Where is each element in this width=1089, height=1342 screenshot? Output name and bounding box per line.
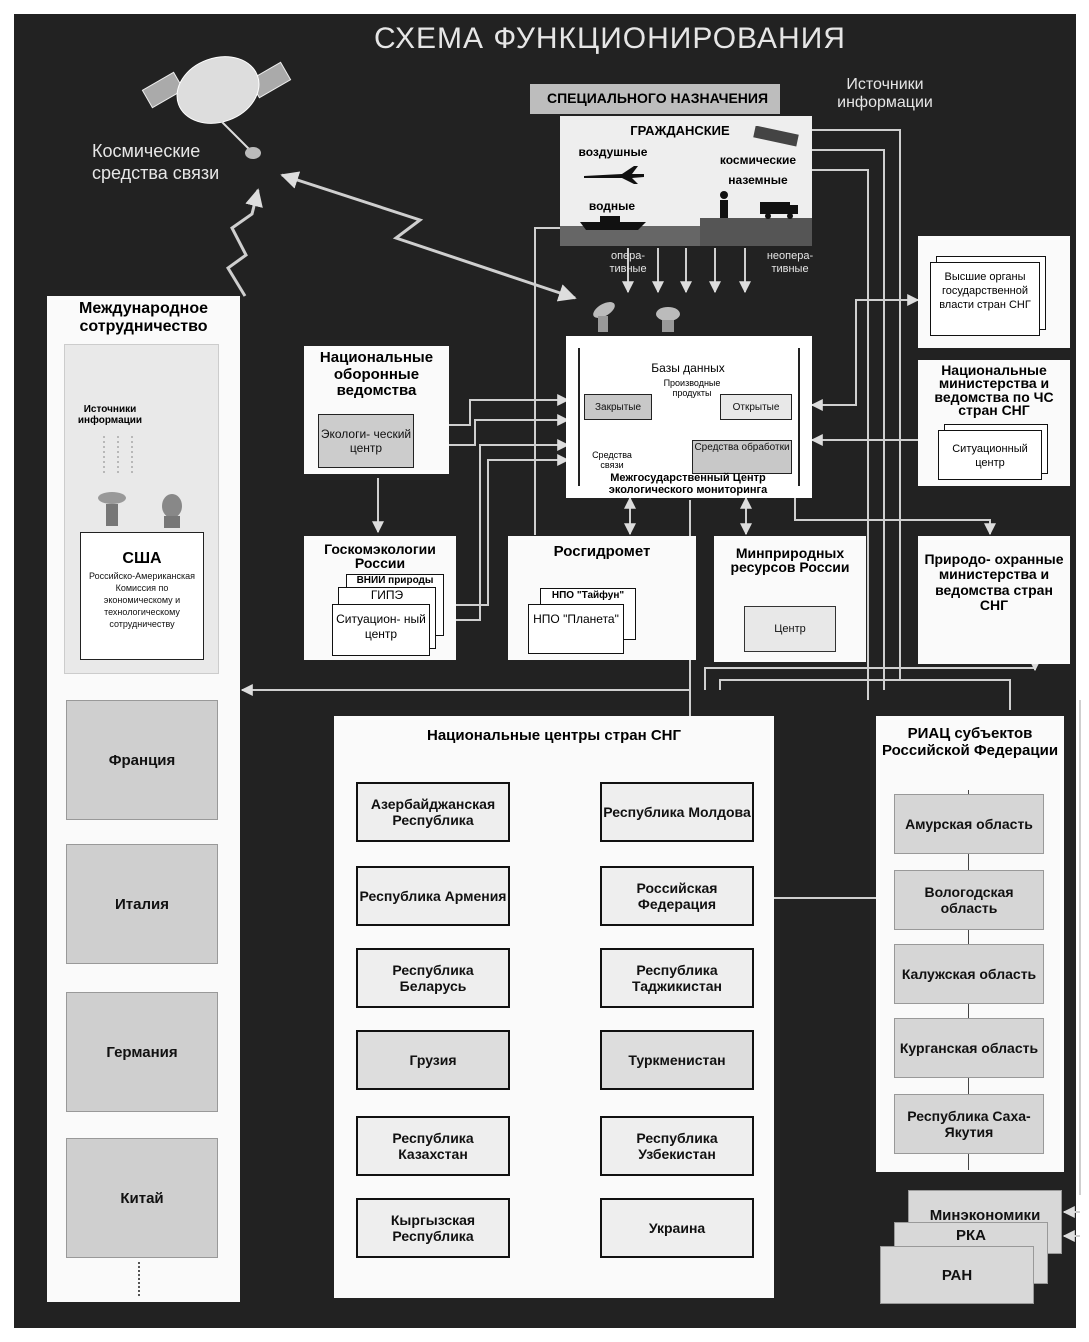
cis-center-kyrgyzstan: Кыргызская Республика: [356, 1198, 510, 1258]
cis-center-uzbekistan: Республика Узбекистан: [600, 1116, 754, 1176]
usa-description: Российско-Американская Комиссия по эконо…: [88, 571, 196, 629]
cis-center-tajikistan: Республика Таджикистан: [600, 948, 754, 1008]
riac-item-yakutia: Республика Саха-Якутия: [894, 1094, 1044, 1154]
person-icon: [720, 191, 728, 218]
satellite-icon: [141, 56, 292, 159]
defense-title: Национальные оборонные ведомства: [319, 349, 434, 399]
truck-icon: [760, 202, 798, 219]
space-sources-label: космические: [719, 153, 797, 167]
country-germany: Германия: [66, 992, 218, 1112]
water-strip: [560, 226, 700, 246]
goskom-sit-center-label: Ситуацион- ный центр: [336, 612, 426, 641]
ship-icon: [580, 216, 646, 230]
riac-item-vologda: Вологодская область: [894, 870, 1044, 930]
nonoperational-label: неопера- тивные: [766, 250, 814, 275]
riac-title: РИАЦ субъектов Российской Федерации: [881, 725, 1059, 759]
rosgidromet-title: Росгидромет: [553, 543, 651, 560]
authorities-text: Высшие органы государственной власти стр…: [939, 271, 1031, 311]
cis-center-georgia: Грузия: [356, 1030, 510, 1090]
goskom-title: Госкомэкологии России: [324, 541, 436, 571]
air-label: воздушные: [578, 145, 648, 159]
cis-center-armenia: Республика Армения: [356, 866, 510, 926]
ran-label: РАН: [941, 1266, 973, 1284]
sit-center-label: Ситуационный центр: [952, 443, 1028, 469]
cis-center-kazakhstan: Республика Казахстан: [356, 1116, 510, 1176]
cis-centers-title: Национальные центры стран СНГ: [426, 727, 681, 744]
closed-db-box: Закрытые: [584, 394, 652, 420]
special-purpose-panel: [530, 84, 780, 114]
npo-taifun-label: НПО "Тайфун": [551, 590, 625, 601]
cis-center-turkmenistan: Туркменистан: [600, 1030, 754, 1090]
nature-ministries-panel: [918, 536, 1070, 664]
riac-item-amur: Амурская область: [894, 794, 1044, 854]
authorities-box: [930, 262, 1040, 336]
riac-item-kaluga: Калужская область: [894, 944, 1044, 1004]
cis-center-moldova: Республика Молдова: [600, 782, 754, 842]
international-title: Международное сотрудничество: [79, 300, 208, 335]
open-db-box: Открытые: [720, 394, 792, 420]
gipe-label: ГИПЭ: [370, 588, 404, 602]
airplane-icon: [584, 166, 644, 184]
cis-center-ukraine: Украина: [600, 1198, 754, 1258]
cis-center-russia: Российская Федерация: [600, 866, 754, 926]
civil-label: ГРАЖДАНСКИЕ: [630, 123, 730, 138]
ground-label: наземные: [728, 173, 788, 187]
npo-planeta-box: [528, 604, 624, 654]
center-frame: [578, 348, 800, 486]
satellite-small-icon: [753, 126, 799, 147]
water-label: водные: [588, 199, 636, 213]
monitoring-center-name: Межгосударственный Центр экологического …: [608, 472, 768, 497]
processing-box: Средства обработки: [692, 440, 792, 474]
riac-item-kurgan: Курганская область: [894, 1018, 1044, 1078]
vnii-label: ВНИИ природы: [356, 575, 434, 586]
country-france: Франция: [66, 700, 218, 820]
ground-strip: [700, 218, 812, 246]
emergency-title: Национальные министерства и ведомства по…: [934, 362, 1054, 418]
minprirod-center-box: Центр: [744, 606, 836, 652]
center-antennas-icon: [593, 302, 680, 332]
cis-center-belarus: Республика Беларусь: [356, 948, 510, 1008]
minprirod-title: Минприродных ресурсов России: [730, 545, 850, 575]
diagram-title: СХЕМА ФУНКЦИОНИРОВАНИЯ: [374, 22, 846, 55]
npo-planeta-label: НПО "Планета": [533, 612, 619, 626]
operational-label: опера- тивные: [609, 250, 647, 275]
country-italy: Италия: [66, 844, 218, 964]
cis-center-azerbaijan: Азербайджанская Республика: [356, 782, 510, 842]
country-china: Китай: [66, 1138, 218, 1258]
intl-sources-label: Источники информации: [77, 404, 143, 426]
more-countries-dots: [138, 1262, 140, 1296]
usa-box: [80, 532, 204, 660]
eco-center-box: Экологи- ческий центр: [318, 414, 414, 468]
sit-center-box: [938, 430, 1042, 480]
antenna-icons: [98, 436, 182, 528]
rka-label: РКА: [956, 1227, 986, 1244]
usa-title: США: [122, 550, 162, 567]
nature-ministries-title: Природо- охранные министерства и ведомст…: [924, 551, 1064, 614]
ran-box: РАН: [880, 1246, 1034, 1304]
space-comm-label: Космические средства связи: [92, 141, 220, 183]
goskom-item-3: [332, 604, 430, 656]
special-purpose-label: СПЕЦИАЛЬНОГО НАЗНАЧЕНИЯ: [546, 90, 769, 106]
minekonomiki-label: Минэкономики: [929, 1207, 1041, 1224]
comm-means-label: Средства связи: [592, 450, 632, 470]
databases-label: Базы данных: [651, 361, 725, 375]
derived-products-label: Производные продукты: [663, 378, 721, 398]
sources-heading: Источники информации: [837, 76, 933, 111]
